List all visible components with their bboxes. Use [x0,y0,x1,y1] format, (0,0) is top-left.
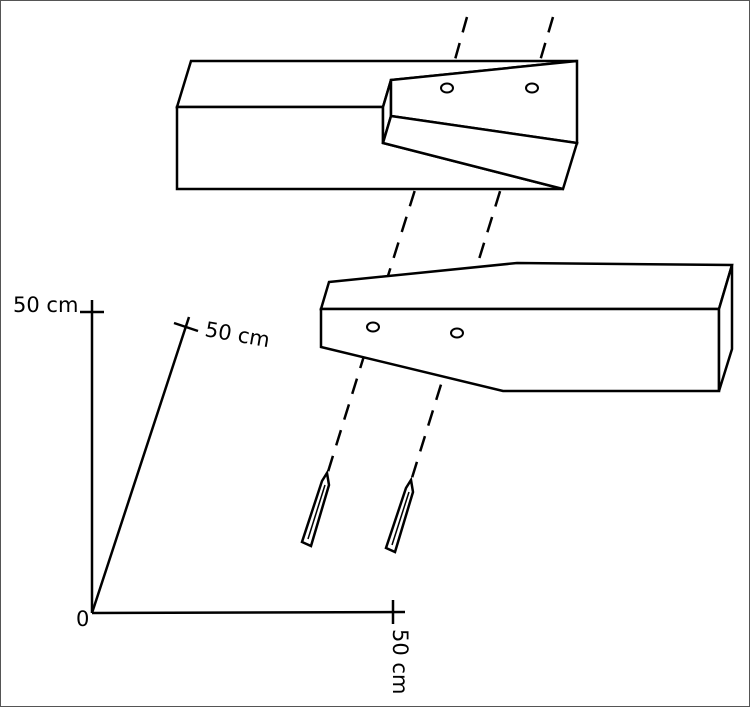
upper-block [175,59,579,191]
lower-block-front-face [319,307,721,393]
x-axis-line [91,610,406,615]
lower-block-top-face [319,261,734,311]
upper-block-hole-left [440,82,454,94]
x-axis-label: 50 cm [388,629,412,694]
lower-block [319,261,734,393]
z-axis-tick [173,321,199,333]
z-axis-label: 50 cm [203,317,272,352]
fastener-right [384,476,415,554]
fastener-right-groove [391,491,410,546]
y-axis-label: 50 cm [13,293,78,317]
lower-block-hole-right [450,327,464,339]
fastener-left [300,469,331,548]
lower-block-end-face [717,264,734,392]
z-axis-line [90,316,191,614]
fastener-right-body [384,476,415,554]
fastener-left-body [300,469,331,548]
lower-block-hole-left [366,321,380,333]
upper-block-hole-right [525,82,539,94]
upper-block-lower-slope [381,114,579,191]
fastener-left-groove [307,484,326,540]
axis-origin-label: 0 [76,607,89,631]
